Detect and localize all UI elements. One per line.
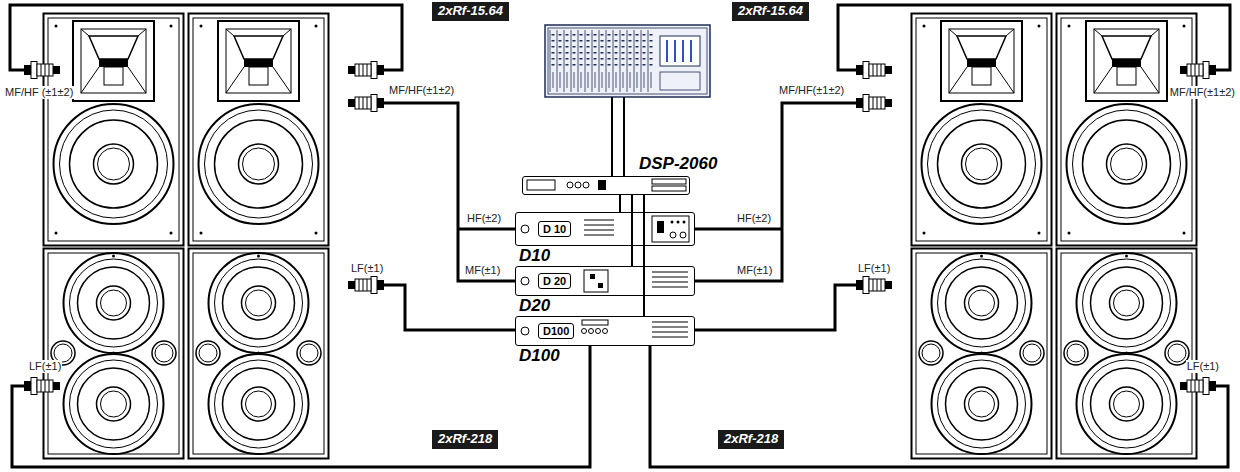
processor-unit: DSP-2060 xyxy=(522,176,690,195)
connector-label: LF(±1) xyxy=(350,262,384,275)
unit-name: D20 xyxy=(519,297,550,314)
amplifier-unit: D 20D20 xyxy=(515,266,695,296)
tag-text: 2xRf-15.64 xyxy=(438,3,503,18)
model-tag: 2xRf-218 xyxy=(718,430,784,449)
tag-text: 2xRf-218 xyxy=(438,431,492,446)
model-tag: 2xRf-15.64 xyxy=(432,2,509,21)
model-tag: 2xRf-15.64 xyxy=(732,2,809,21)
front-panel-label: D 20 xyxy=(538,273,571,289)
connector-label: LF(±1) xyxy=(857,262,891,275)
speaker-cables xyxy=(10,5,1230,467)
tag-text: 2xRf-15.64 xyxy=(738,3,803,18)
model-tag: 2xRf-218 xyxy=(432,430,498,449)
connector-label: MF/HF (±1±2) xyxy=(4,86,74,99)
connector-label: HF(±2) xyxy=(466,212,502,225)
speakon-plugs xyxy=(24,62,1216,395)
connector-label: HF(±2) xyxy=(736,212,772,225)
signal-line xyxy=(643,195,645,316)
signal-line xyxy=(631,195,633,266)
speaker-cabinets xyxy=(44,14,1197,459)
connector-label: LF(±1) xyxy=(28,360,62,373)
unit-name: DSP-2060 xyxy=(639,155,717,172)
mixer-console xyxy=(545,25,710,97)
tag-text: 2xRf-218 xyxy=(724,431,778,446)
amplifier-unit: D 10D10 xyxy=(515,212,695,246)
front-panel-label: D 10 xyxy=(538,221,571,237)
connector-label: MF/HF(±1±2) xyxy=(778,84,845,97)
connector-label: MF(±1) xyxy=(736,264,773,277)
connector-label: MF/HF(±1±2) xyxy=(388,84,455,97)
connector-label: MF(±1) xyxy=(464,264,501,277)
amplifier-unit: D100D100 xyxy=(515,316,695,346)
unit-name: D10 xyxy=(519,247,550,264)
unit-name: D100 xyxy=(519,347,560,364)
connector-label: MF/HF(±1±2) xyxy=(1169,86,1236,99)
signal-line xyxy=(619,195,621,212)
front-panel-label: D100 xyxy=(538,323,574,339)
connector-label: LF(±1) xyxy=(1186,360,1220,373)
